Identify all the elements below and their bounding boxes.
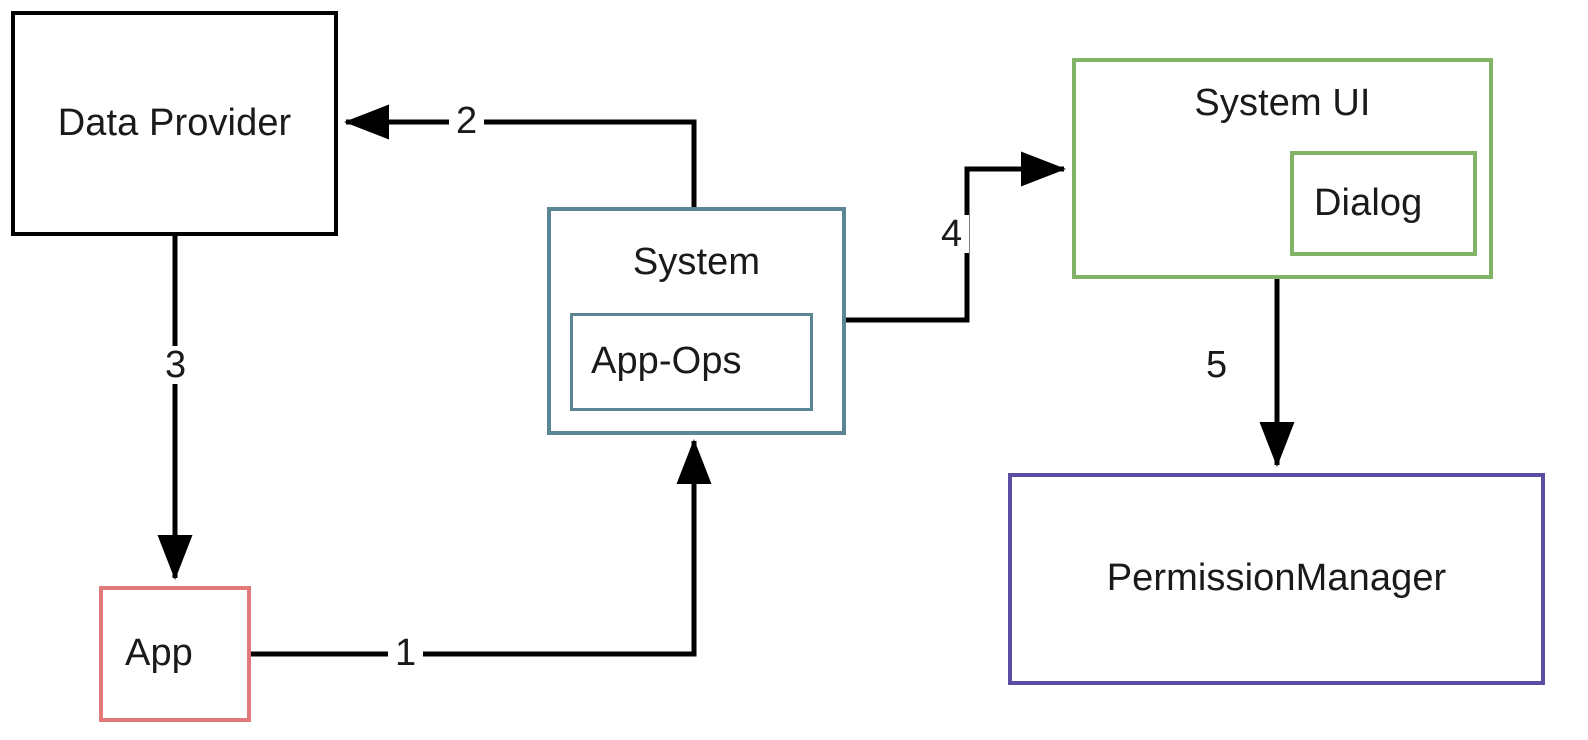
- edge-2-path: [344, 104, 697, 207]
- node-data-provider-label: Data Provider: [57, 101, 292, 144]
- edge-label-3: 3: [158, 346, 194, 384]
- node-permission-manager-label: PermissionManager: [1106, 557, 1447, 600]
- edge-1-path: [251, 439, 712, 657]
- node-app[interactable]: App: [99, 586, 251, 722]
- node-app-label: App: [125, 632, 193, 675]
- edge-label-2: 2: [449, 102, 485, 140]
- edge-label-1: 1: [388, 634, 424, 672]
- edge-label-4: 4: [934, 215, 970, 253]
- node-system-ui-label: System UI: [1194, 82, 1371, 124]
- node-dialog-label: Dialog: [1314, 181, 1423, 224]
- node-permission-manager[interactable]: PermissionManager: [1008, 473, 1545, 685]
- node-dialog[interactable]: Dialog: [1290, 151, 1477, 256]
- node-app-ops-label: App-Ops: [591, 340, 742, 383]
- edge-label-5: 5: [1199, 346, 1235, 384]
- node-app-ops[interactable]: App-Ops: [570, 313, 813, 411]
- node-system-label: System: [632, 241, 761, 283]
- node-data-provider[interactable]: Data Provider: [11, 11, 338, 236]
